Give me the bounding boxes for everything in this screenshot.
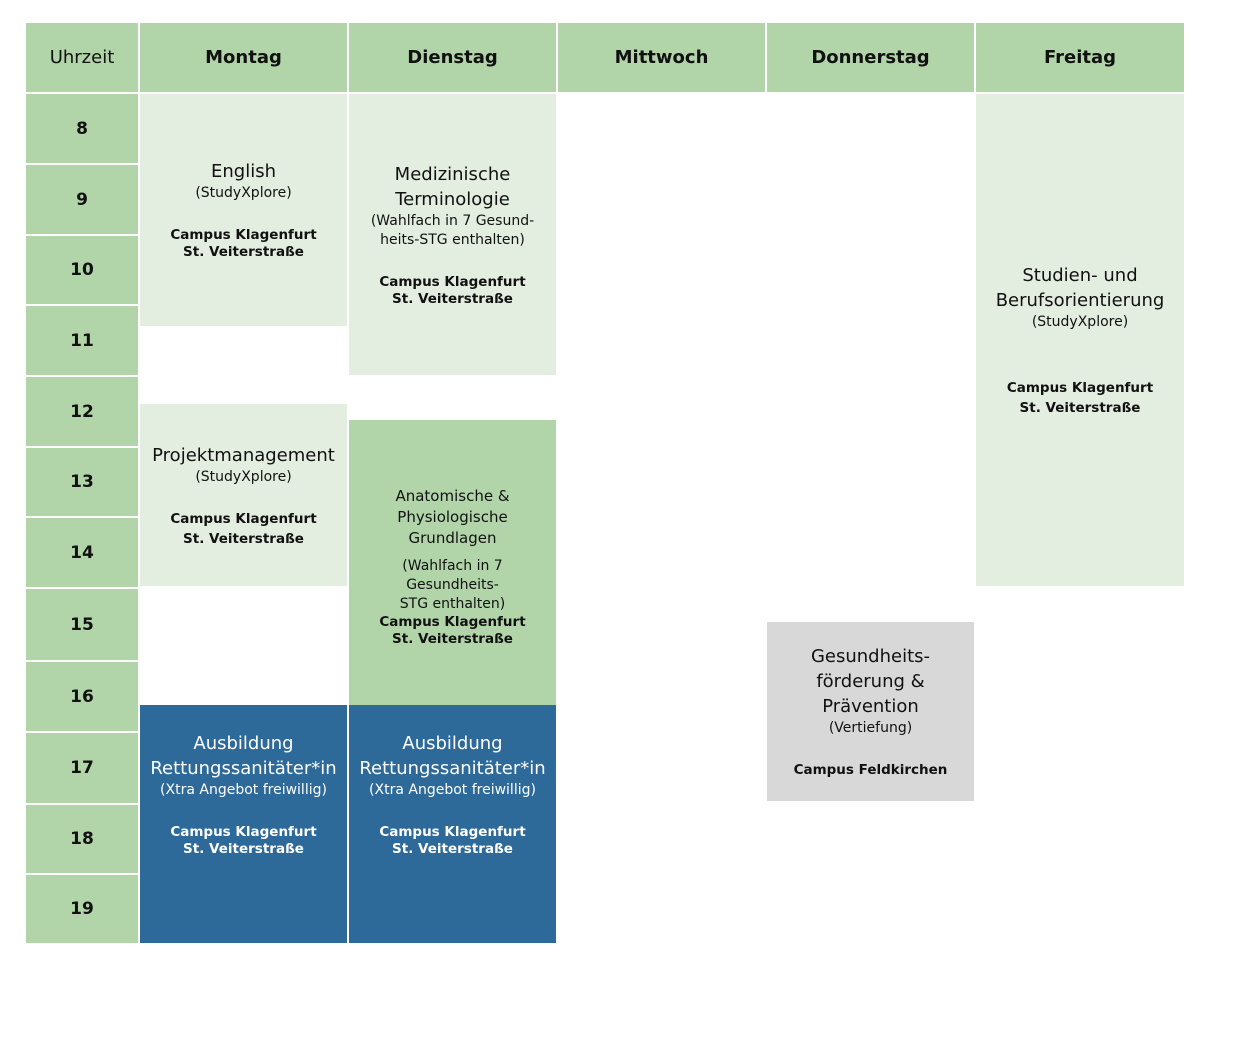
event-title: Ausbildung — [402, 732, 503, 754]
event-campus: Campus Klagenfurt — [379, 823, 526, 840]
event-subtitle: (StudyXplore) — [195, 468, 292, 485]
event-campus: Campus Klagenfurt — [170, 823, 317, 840]
event-street: St. Veiterstraße — [1019, 400, 1141, 416]
header-monday: Montag — [140, 23, 347, 92]
header-time: Uhrzeit — [26, 23, 138, 92]
header-friday: Freitag — [976, 23, 1184, 92]
hour-cell: 17 — [26, 733, 138, 803]
event-title: English — [211, 161, 276, 182]
event-campus: Campus Klagenfurt — [1006, 380, 1154, 396]
hour-cell: 18 — [26, 805, 138, 873]
hour-cell: 10 — [26, 236, 138, 304]
hour-cell: 14 — [26, 518, 138, 587]
event-subtitle: (Vertiefung) — [828, 720, 913, 736]
event-gesundheitsfoerderung[interactable]: Gesundheits- förderung & Prävention (Ver… — [767, 622, 974, 801]
event-street: St. Veiterstraße — [392, 290, 513, 307]
header-wednesday: Mittwoch — [558, 23, 765, 92]
event-title: Berufsorientierung — [995, 290, 1165, 311]
event-campus: Campus Klagenfurt — [379, 273, 526, 290]
event-medizinische-terminologie[interactable]: Medizinische Terminologie (Wahlfach in 7… — [349, 94, 556, 375]
event-subtitle: (Xtra Angebot freiwillig) — [160, 781, 327, 798]
hour-cell: 8 — [26, 94, 138, 163]
event-title: Anatomische & — [395, 486, 510, 505]
event-title: Prävention — [822, 696, 919, 717]
hour-cell: 12 — [26, 377, 138, 446]
event-studien-berufsorientierung[interactable]: Studien- und Berufsorientierung (StudyXp… — [976, 94, 1184, 586]
event-street: St. Veiterstraße — [183, 244, 304, 260]
hour-cell: 9 — [26, 165, 138, 234]
event-campus: Campus Klagenfurt — [170, 510, 317, 527]
hour-cell: 11 — [26, 306, 138, 375]
event-rettungssanitaeter-monday[interactable]: Ausbildung Rettungssanitäter*in (Xtra An… — [140, 705, 347, 943]
event-note: (Wahlfach in 7 Gesundheits- — [402, 557, 503, 593]
event-note: heits-STG enthalten) — [380, 231, 525, 248]
hour-cell: 16 — [26, 662, 138, 731]
event-campus: Campus Klagenfurt — [170, 227, 317, 243]
event-subtitle: (StudyXplore) — [1031, 314, 1129, 330]
event-note: (Wahlfach in 7 Gesund- — [370, 212, 535, 229]
event-street: St. Veiterstraße — [392, 630, 513, 647]
event-title: Rettungssanitäter*in — [359, 757, 546, 779]
event-street: St. Veiterstraße — [183, 530, 304, 547]
hour-cell: 19 — [26, 875, 138, 943]
event-title: Studien- und — [1022, 265, 1138, 286]
event-title: Medizinische — [394, 163, 511, 185]
event-campus: Campus Klagenfurt — [379, 613, 526, 630]
event-title: Projektmanagement — [152, 444, 335, 466]
header-thursday: Donnerstag — [767, 23, 974, 92]
event-title: förderung & — [816, 671, 925, 692]
event-campus: Campus Feldkirchen — [793, 762, 948, 778]
event-title: Terminologie — [395, 188, 510, 210]
event-subtitle: (StudyXplore) — [195, 185, 292, 201]
event-street: St. Veiterstraße — [392, 840, 513, 857]
event-title: Ausbildung — [193, 732, 294, 754]
header-tuesday: Dienstag — [349, 23, 556, 92]
event-street: St. Veiterstraße — [183, 840, 304, 857]
hour-cell: 13 — [26, 448, 138, 516]
event-english[interactable]: English (StudyXplore) Campus Klagenfurt … — [140, 94, 347, 326]
event-title: Gesundheits- — [810, 646, 931, 667]
event-projektmanagement[interactable]: Projektmanagement (StudyXplore) Campus K… — [140, 404, 347, 586]
hour-cell: 15 — [26, 589, 138, 660]
event-rettungssanitaeter-tuesday[interactable]: Ausbildung Rettungssanitäter*in (Xtra An… — [349, 705, 556, 943]
event-note: STG enthalten) — [399, 595, 506, 612]
event-anatomische-grundlagen[interactable]: Anatomische & Physiologische Grundlagen … — [349, 420, 556, 705]
event-title: Rettungssanitäter*in — [150, 757, 337, 779]
event-title: Physiologische Grundlagen — [397, 507, 508, 547]
event-subtitle: (Xtra Angebot freiwillig) — [369, 781, 536, 798]
